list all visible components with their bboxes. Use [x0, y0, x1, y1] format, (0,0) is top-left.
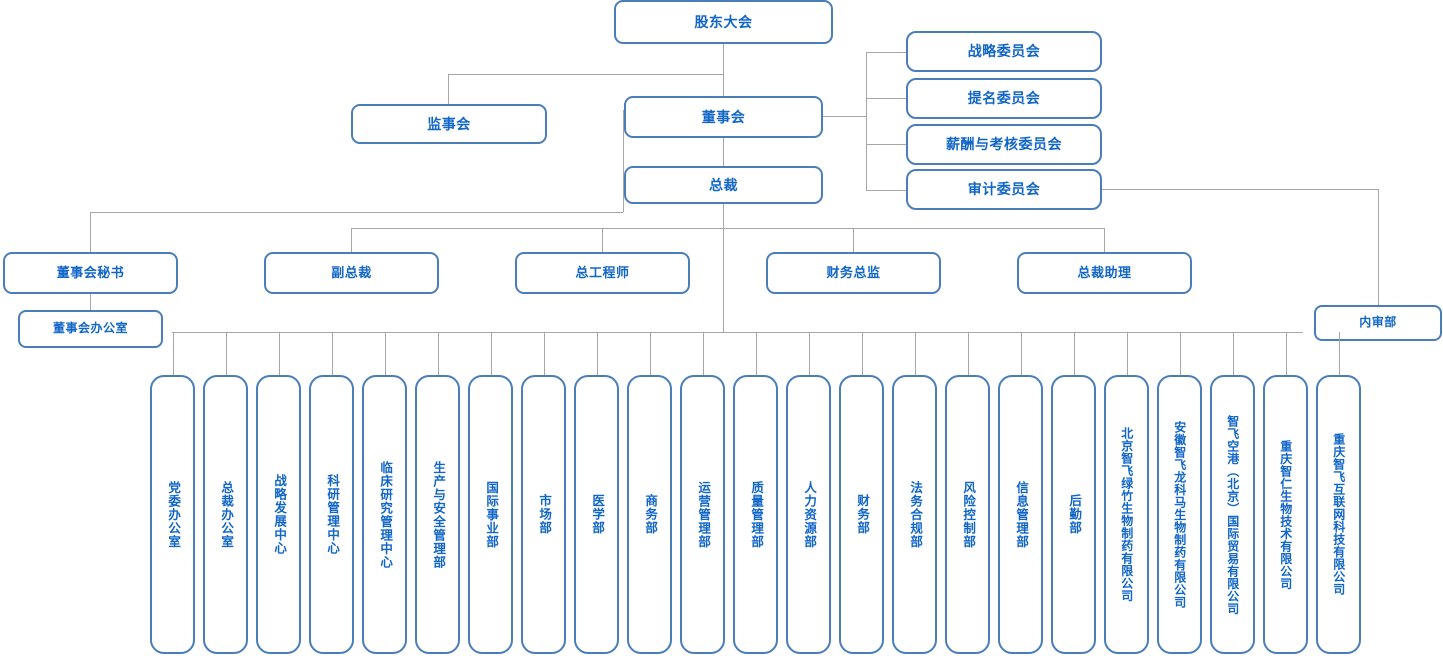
- connector-supervisory-drop: [448, 74, 449, 104]
- connector-department-8: [543, 332, 545, 375]
- connector-audit-to-internal-audit-h: [1102, 189, 1378, 190]
- connector-department-21: [1232, 332, 1234, 375]
- node-department-11[interactable]: 运营管理部: [680, 375, 725, 654]
- connector-department-15: [914, 332, 916, 375]
- node-department-6[interactable]: 生产与安全管理部: [415, 375, 460, 654]
- node-vice-president[interactable]: 副总裁: [264, 252, 439, 294]
- node-department-10[interactable]: 商务部: [627, 375, 672, 654]
- connector-department-17: [1020, 332, 1022, 375]
- connector-committee-3: [866, 144, 906, 145]
- node-department-18[interactable]: 后勤部: [1051, 375, 1096, 654]
- connector-department-19: [1126, 332, 1128, 375]
- node-board-of-directors[interactable]: 董事会: [624, 96, 823, 138]
- node-department-1[interactable]: 党委办公室: [150, 375, 195, 654]
- node-department-20[interactable]: 安徽智飞龙科马生物制药有限公司: [1157, 375, 1202, 654]
- node-board-secretary[interactable]: 董事会秘书: [3, 252, 178, 294]
- connector-committee-1: [866, 52, 906, 53]
- node-department-17[interactable]: 信息管理部: [998, 375, 1043, 654]
- node-department-23[interactable]: 重庆智飞互联网科技有限公司: [1316, 375, 1361, 654]
- node-department-19[interactable]: 北京智飞绿竹生物制药有限公司: [1104, 375, 1149, 654]
- connector-department-4: [331, 332, 333, 375]
- node-department-12[interactable]: 质量管理部: [733, 375, 778, 654]
- connector-department-23: [1338, 332, 1340, 375]
- connector-president-to-department-bus: [723, 204, 724, 332]
- connector-department-11: [702, 332, 704, 375]
- connector-board-to-president: [723, 138, 724, 166]
- connector-shareholders-to-board: [723, 44, 724, 100]
- node-committee-nomination[interactable]: 提名委员会: [906, 78, 1102, 119]
- node-department-5[interactable]: 临床研究管理中心: [362, 375, 407, 654]
- connector-exec-1: [351, 228, 352, 252]
- connector-department-22: [1285, 332, 1287, 375]
- connector-department-5: [384, 332, 386, 375]
- connector-executive-bus: [351, 228, 1104, 229]
- connector-department-6: [437, 332, 439, 375]
- node-department-7[interactable]: 国际事业部: [468, 375, 513, 654]
- connector-exec-4: [1104, 228, 1105, 252]
- connector-department-3: [278, 332, 280, 375]
- node-department-15[interactable]: 法务合规部: [892, 375, 937, 654]
- connector-board-left-stem: [623, 110, 624, 212]
- node-department-22[interactable]: 重庆智仁生物技术有限公司: [1263, 375, 1308, 654]
- node-chief-engineer[interactable]: 总工程师: [515, 252, 690, 294]
- connector-exec-2: [602, 228, 603, 252]
- connector-internal-audit-drop: [1378, 189, 1379, 305]
- node-shareholders-meeting[interactable]: 股东大会: [614, 0, 833, 44]
- connector-department-20: [1179, 332, 1181, 375]
- node-board-office[interactable]: 董事会办公室: [18, 310, 163, 348]
- node-department-3[interactable]: 战略发展中心: [256, 375, 301, 654]
- connector-committee-bus: [866, 52, 867, 190]
- connector-secretary-drop: [90, 212, 91, 252]
- connector-secretary-bus: [90, 212, 623, 213]
- node-internal-audit[interactable]: 内审部: [1314, 305, 1442, 341]
- node-department-14[interactable]: 财务部: [839, 375, 884, 654]
- connector-exec-3: [853, 228, 854, 252]
- node-committee-strategy[interactable]: 战略委员会: [906, 31, 1102, 72]
- node-cfo[interactable]: 财务总监: [766, 252, 941, 294]
- node-president-assistant[interactable]: 总裁助理: [1017, 252, 1192, 294]
- connector-department-14: [861, 332, 863, 375]
- node-department-9[interactable]: 医学部: [574, 375, 619, 654]
- connector-committee-2: [866, 98, 906, 99]
- node-department-21[interactable]: 智飞空港（北京）国际贸易有限公司: [1210, 375, 1255, 654]
- connector-department-2: [225, 332, 227, 375]
- connector-shareholders-to-supervisory-h: [448, 74, 724, 75]
- connector-department-18: [1073, 332, 1075, 375]
- node-department-4[interactable]: 科研管理中心: [309, 375, 354, 654]
- node-committee-remuneration[interactable]: 薪酬与考核委员会: [906, 124, 1102, 165]
- connector-committee-4: [866, 190, 906, 191]
- connector-department-16: [967, 332, 969, 375]
- node-supervisory-board[interactable]: 监事会: [351, 104, 547, 144]
- node-department-13[interactable]: 人力资源部: [786, 375, 831, 654]
- connector-department-12: [755, 332, 757, 375]
- node-president[interactable]: 总裁: [624, 166, 823, 204]
- connector-department-1: [172, 332, 174, 375]
- connector-secretary-to-office: [90, 294, 91, 310]
- node-committee-audit[interactable]: 审计委员会: [906, 169, 1102, 210]
- node-department-16[interactable]: 风险控制部: [945, 375, 990, 654]
- connector-department-bus: [172, 332, 1303, 333]
- connector-department-10: [649, 332, 651, 375]
- connector-department-9: [596, 332, 598, 375]
- node-department-2[interactable]: 总裁办公室: [203, 375, 248, 654]
- connector-department-13: [808, 332, 810, 375]
- node-department-8[interactable]: 市场部: [521, 375, 566, 654]
- connector-department-7: [490, 332, 492, 375]
- connector-board-to-committee-bus: [823, 116, 866, 117]
